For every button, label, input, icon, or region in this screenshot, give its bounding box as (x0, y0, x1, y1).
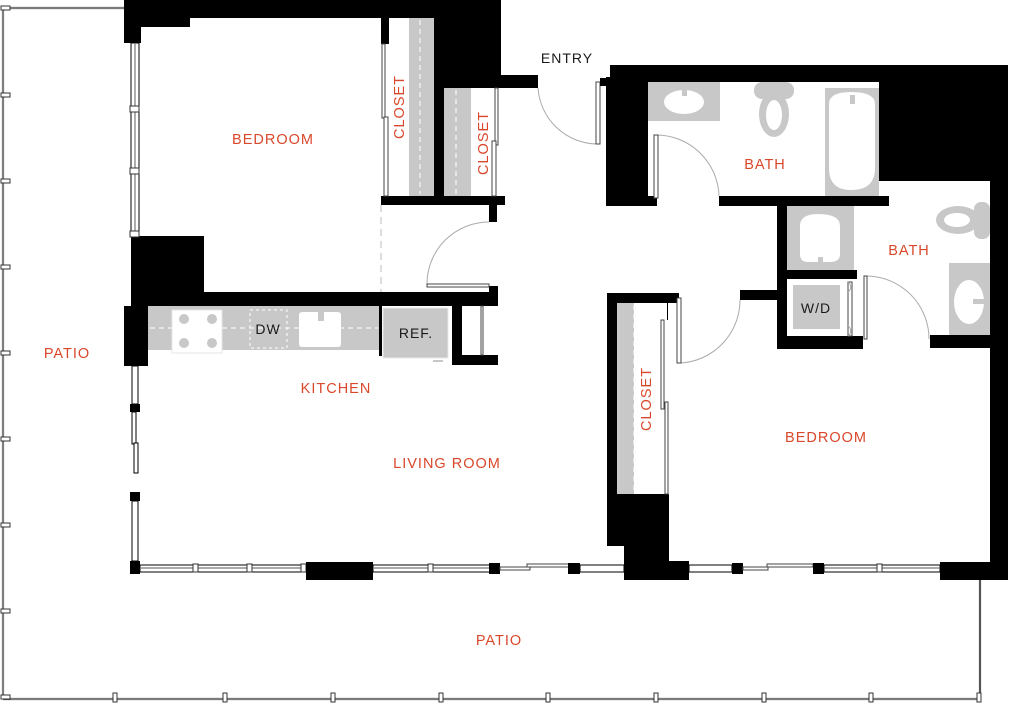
door-swing-icon (676, 297, 741, 364)
door-swing-icon (863, 275, 930, 340)
bathtub-icon (825, 88, 879, 196)
label-patio-west: PATIO (44, 346, 90, 362)
kitchen-walls (124, 305, 498, 366)
door-swing-icon (426, 221, 490, 288)
railing-post (0, 694, 11, 700)
label-entry: ENTRY (541, 50, 593, 66)
railing-post (0, 264, 11, 270)
railing-post (976, 692, 982, 703)
railing-post (868, 692, 874, 703)
railing-post (0, 350, 11, 356)
railing-post (0, 92, 11, 98)
sink-icon (949, 263, 990, 335)
closet-1 (381, 18, 434, 197)
toilet-icon (754, 82, 794, 137)
label-washer-dryer: W/D (801, 300, 831, 316)
bedroom-1-walls (124, 0, 538, 306)
bath-2-fixtures (787, 202, 990, 335)
living-west-window (130, 365, 140, 574)
bedroom-1-window (129, 42, 140, 238)
railing-post (438, 692, 444, 703)
label-refrigerator: REF. (399, 325, 433, 341)
bath-1-fixtures (648, 82, 879, 196)
dishwasher (249, 309, 288, 349)
refrigerator (382, 307, 449, 359)
railing-post (545, 692, 551, 703)
label-closet-1: CLOSET (392, 75, 408, 139)
railing-post (0, 608, 11, 614)
railing-post (761, 692, 767, 703)
sink-icon (299, 306, 341, 347)
railing-post (330, 692, 336, 703)
railing-post (0, 436, 11, 442)
label-closet-3: CLOSET (639, 367, 655, 431)
room-labels: BEDROOM CLOSET CLOSET ENTRY BATH BATH DW… (44, 50, 930, 649)
patio-railing (0, 5, 982, 703)
label-living-room: LIVING ROOM (393, 456, 501, 472)
label-bath-1: BATH (744, 157, 786, 173)
south-window-wall (139, 494, 1008, 580)
entry-door (537, 78, 612, 145)
label-patio-south: PATIO (476, 633, 522, 649)
door-swing-icon (653, 134, 720, 199)
label-dishwasher: DW (255, 321, 280, 337)
label-kitchen: KITCHEN (301, 381, 372, 397)
railing-post (0, 5, 11, 11)
label-bedroom-1: BEDROOM (232, 132, 314, 148)
closet-2 (444, 87, 499, 197)
railing-post (653, 692, 659, 703)
railing-post (0, 522, 11, 528)
railing-post (112, 692, 118, 703)
railing-post (0, 178, 11, 184)
toilet-icon (936, 202, 990, 239)
label-closet-2: CLOSET (476, 111, 492, 175)
label-bedroom-2: BEDROOM (785, 430, 867, 446)
railing-post (222, 692, 228, 703)
stove-icon (171, 309, 223, 354)
washer-dryer (793, 281, 853, 337)
label-bath-2: BATH (888, 243, 930, 259)
closet-3 (617, 303, 669, 495)
kitchen-counter (148, 306, 379, 354)
bath-2-walls (740, 206, 990, 349)
shower-icon (787, 206, 854, 270)
bath-1-walls (606, 65, 1008, 579)
